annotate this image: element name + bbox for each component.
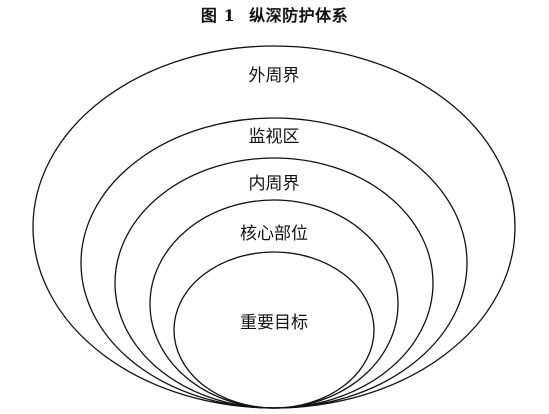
label-key-target: 重要目标 <box>240 313 308 333</box>
label-outer-perimeter: 外周界 <box>249 66 300 86</box>
label-core-area: 核心部位 <box>240 224 308 244</box>
label-inner-perimeter: 内周界 <box>249 174 300 194</box>
label-surveillance-zone: 监视区 <box>249 127 300 147</box>
ring-inner-perimeter <box>114 157 434 409</box>
figure-caption: 图 1 纵深防护体系 <box>0 5 549 27</box>
ring-key-target <box>173 251 375 409</box>
figure-number: 图 1 <box>200 6 236 25</box>
ring-surveillance-zone <box>80 117 468 409</box>
figure-title: 纵深防护体系 <box>249 6 349 25</box>
